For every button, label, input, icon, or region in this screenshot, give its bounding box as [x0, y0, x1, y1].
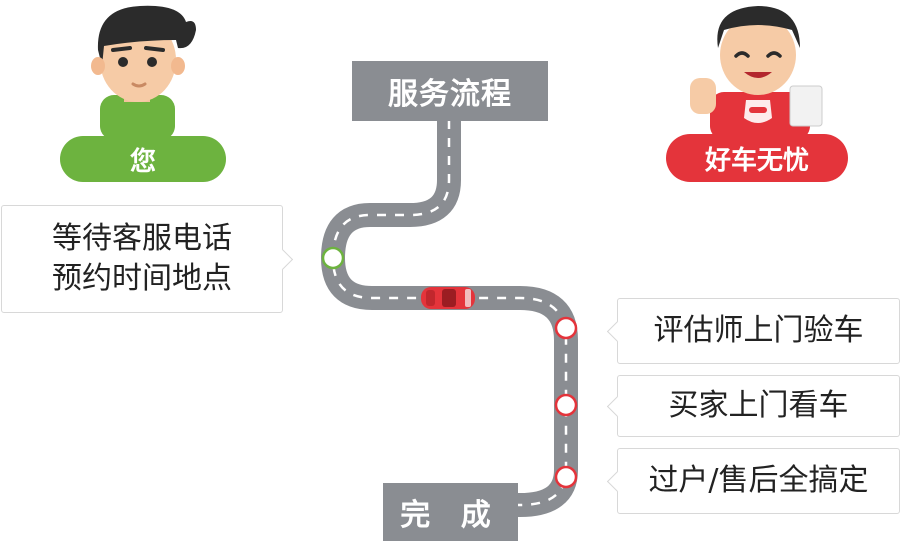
brand-avatar-icon: [690, 6, 823, 140]
step-bubble: 买家上门看车: [617, 375, 900, 437]
checkpoint-user: [321, 246, 345, 270]
checkpoint-step-3: [554, 465, 578, 489]
checkpoint-step-2: [554, 393, 578, 417]
step-label: 过户/售后全搞定: [648, 463, 869, 498]
done-label: 完 成: [383, 483, 518, 541]
brand-label: 好车无忧: [666, 134, 848, 182]
user-step-line: 等待客服电话: [52, 221, 232, 256]
user-label: 您: [60, 136, 226, 182]
car-icon: [421, 287, 475, 309]
user-avatar-icon: [91, 5, 196, 140]
step-label: 买家上门看车: [668, 388, 849, 423]
step-label: 评估师上门验车: [653, 313, 864, 348]
user-step-bubble: 等待客服电话 预约时间地点: [1, 205, 283, 313]
road-center-line: [331, 120, 568, 507]
user-step-line: 预约时间地点: [52, 261, 232, 296]
flow-title: 服务流程: [352, 61, 548, 121]
checkpoint-step-1: [554, 316, 578, 340]
step-bubble: 评估师上门验车: [617, 298, 900, 364]
step-bubble: 过户/售后全搞定: [617, 448, 900, 514]
